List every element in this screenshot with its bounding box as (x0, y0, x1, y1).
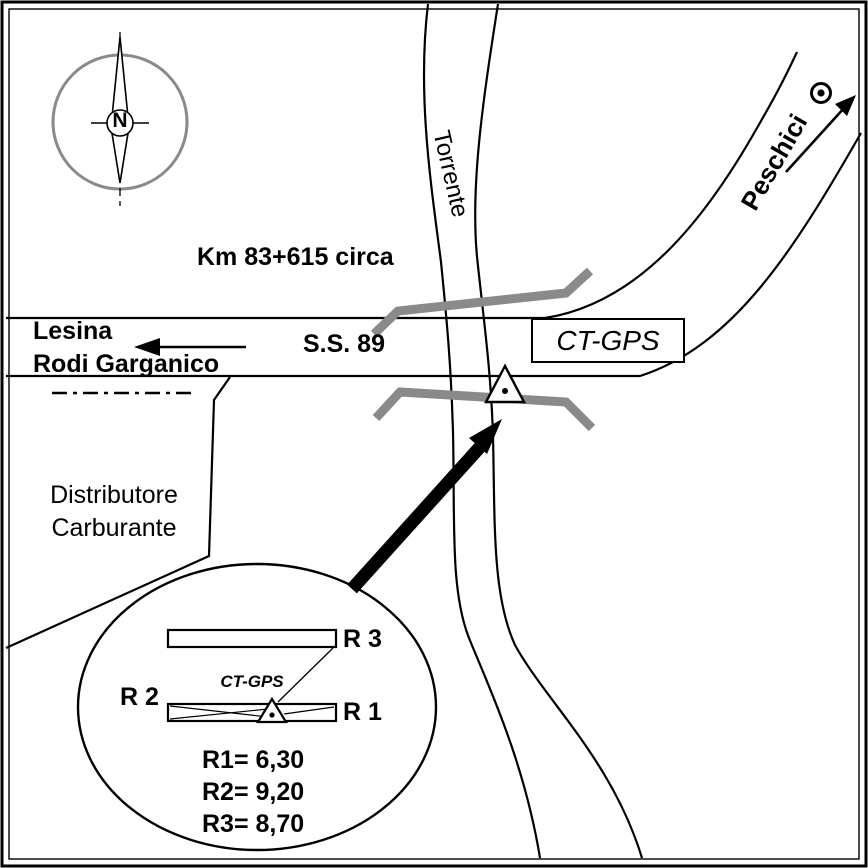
station-marker-icon (484, 363, 526, 404)
direction-arrow-left (134, 338, 246, 356)
detail-station-marker-icon (256, 696, 288, 724)
km-label: Km 83+615 circa (197, 243, 394, 271)
measurement-r2: R2= 9,20 (202, 778, 305, 806)
destination-rodi-label: Rodi Garganico (33, 350, 220, 378)
reference-bar-r3 (166, 628, 338, 649)
compass-north-label: N (112, 109, 128, 132)
road-upper-edge (6, 51, 798, 320)
station-name-label: CT-GPS (556, 324, 660, 356)
ref3-label: R 3 (343, 625, 382, 653)
circled-dot-icon (810, 82, 832, 104)
inner-border (8, 8, 860, 860)
road-name-label: S.S. 89 (303, 330, 385, 358)
road-edges (5, 51, 862, 650)
side-road (5, 376, 231, 650)
detail-station-label: CT-GPS (220, 672, 284, 691)
destination-lesina-label: Lesina (33, 317, 113, 345)
callout-arrow (347, 419, 502, 594)
station-name-box: CT-GPS (531, 318, 685, 363)
road-lower-edge (6, 132, 862, 378)
detail-references (166, 628, 338, 724)
reference-bar-r1 (166, 702, 338, 723)
direction-arrow-peschici (785, 95, 856, 173)
measurement-r1: R1= 6,30 (202, 746, 305, 774)
measurement-r3: R3= 8,70 (202, 810, 305, 838)
compass-rose (51, 32, 189, 206)
measurements-block: R1= 6,30 R2= 9,20 R3= 8,70 (202, 744, 304, 840)
ref1-label: R 1 (343, 698, 382, 726)
ref2-label: R 2 (120, 683, 159, 711)
poi-fuel-station-label: Distributore Carburante (25, 479, 203, 545)
bridge-parapets (370, 267, 596, 432)
stream-lines (422, 3, 644, 859)
poi-line2: Carburante (51, 514, 177, 542)
poi-line1: Distributore (50, 481, 178, 509)
